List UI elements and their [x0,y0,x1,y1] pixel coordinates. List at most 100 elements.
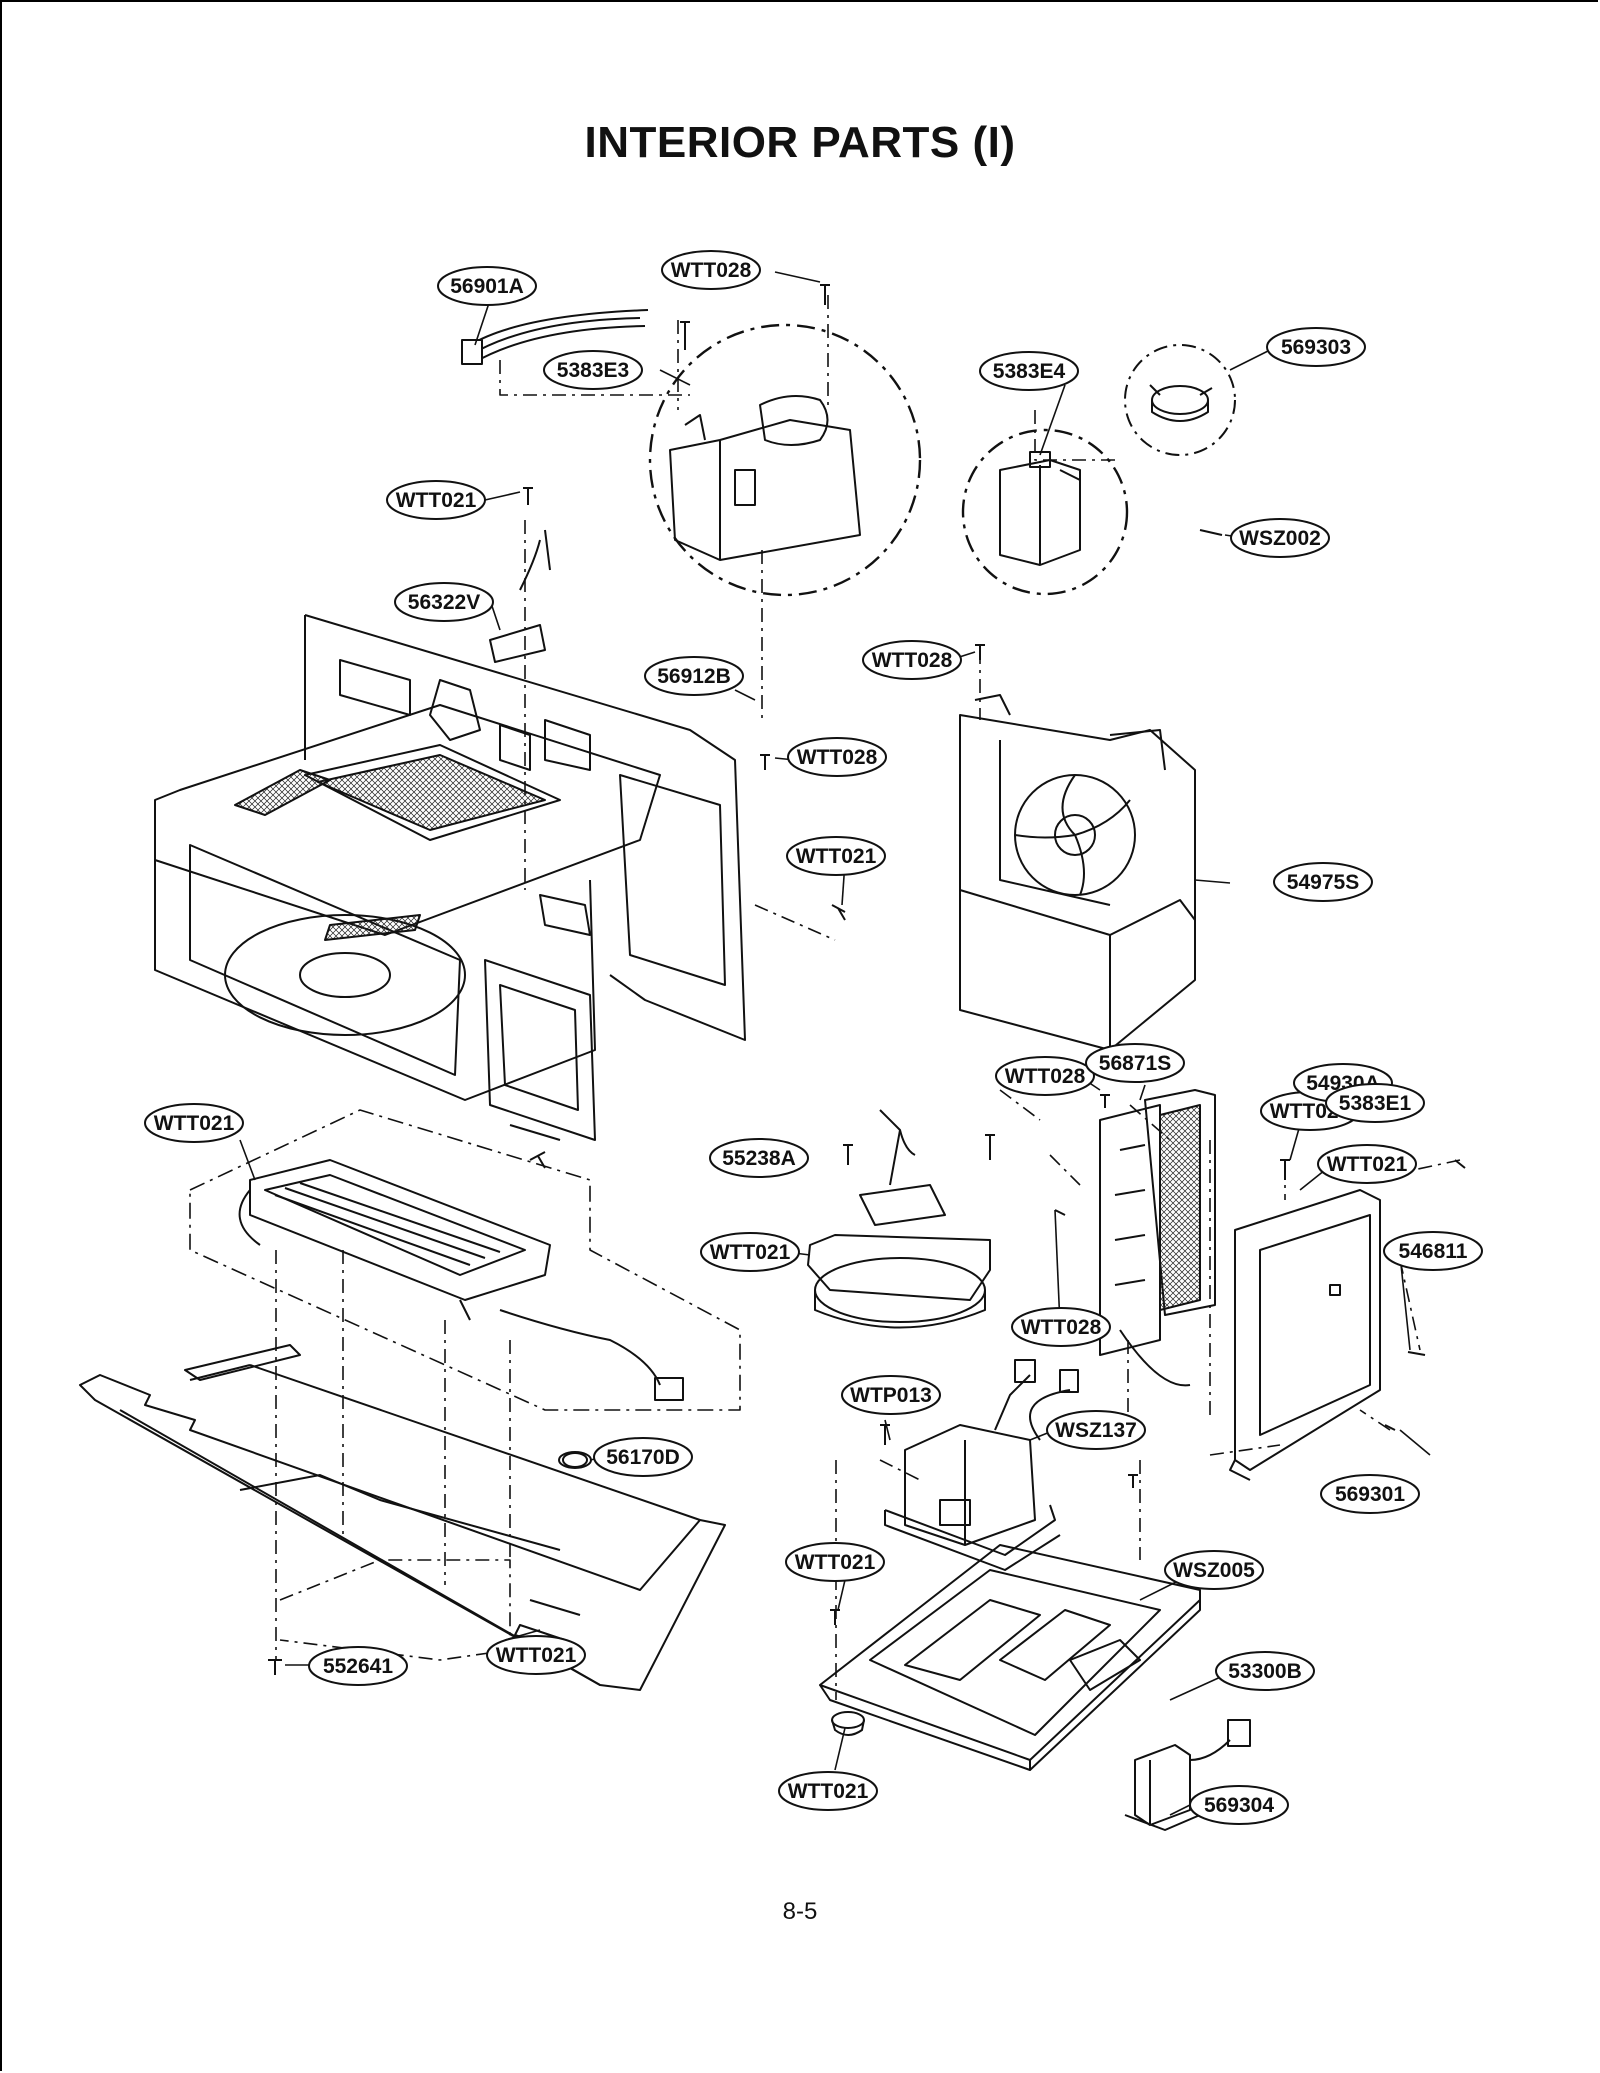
part-label-WTT021-f: WTT021 [785,1542,885,1582]
part-label-5383E4-text: 5383E4 [993,360,1066,383]
part-label-WTT028-f-text: WTT028 [1021,1316,1102,1339]
part-label-54975S-ellipse [1273,862,1373,902]
part-label-WTT028-b: WTT028 [862,640,962,680]
part-label-WTP013-text: WTP013 [850,1384,932,1407]
inset-circle-569303 [1124,344,1236,456]
base-plate-53300B [819,1544,1201,1771]
part-label-55238A-text: 55238A [722,1147,796,1170]
part-label-WTT021-c: WTT021 [144,1103,244,1143]
part-label-WTT028-top-text: WTT028 [671,259,752,282]
oven-cavity [154,614,746,1141]
part-label-WTT021-f-ellipse [785,1542,885,1582]
part-label-WTT021-f-text: WTT021 [795,1551,876,1574]
part-label-WTT028-c: WTT028 [787,737,887,777]
part-label-WTT021-a-ellipse [386,480,486,520]
part-label-53300B-ellipse [1215,1651,1315,1691]
inset-circle-5383E4 [961,428,1129,596]
part-label-56912B-ellipse [644,656,744,696]
part-label-54975S-text: 54975S [1287,871,1359,894]
part-label-56871S-text: 56871S [1099,1052,1171,1075]
part-label-WTT028-c-text: WTT028 [797,746,878,769]
part-label-WTT028-b-text: WTT028 [872,649,953,672]
part-label-569301-ellipse [1320,1474,1420,1514]
part-label-5383E4-ellipse [979,351,1079,391]
stirrer-motor-546811 [807,1109,991,1329]
part-label-WTT028-c-ellipse [787,737,887,777]
part-label-WTT028-top-ellipse [661,250,761,290]
part-label-WSZ002-text: WSZ002 [1239,527,1321,550]
part-label-WSZ137-ellipse [1046,1410,1146,1450]
part-label-56322V: 56322V [394,582,494,622]
thermostat-569304 [831,1711,865,1736]
part-label-54975S: 54975S [1273,862,1373,902]
part-label-56170D: 56170D [593,1437,693,1477]
part-label-56912B: 56912B [644,656,744,696]
part-label-55238A-ellipse [709,1138,809,1178]
part-label-56322V-text: 56322V [408,591,480,614]
part-label-WTT021-e: WTT021 [700,1232,800,1272]
fan-housing-54975S [959,694,1196,1051]
part-label-546811-ellipse [1383,1231,1483,1271]
part-label-56322V-ellipse [394,582,494,622]
part-label-569301: 569301 [1320,1474,1420,1514]
part-label-55238A: 55238A [709,1138,809,1178]
transformer-56170G [1124,1719,1251,1831]
part-label-WTT021-g: WTT021 [486,1635,586,1675]
part-label-WSZ002-ellipse [1230,518,1330,558]
part-label-WTT028-f: WTT028 [1011,1307,1111,1347]
part-label-WSZ137: WSZ137 [1046,1410,1146,1450]
heater-assembly-outline [189,1109,741,1411]
part-label-56901A: 56901A [437,266,537,306]
control-board-56871S [1099,1089,1216,1387]
part-label-5383E3: 5383E3 [543,350,643,390]
screws [268,284,1466,1675]
part-label-56871S: 56871S [1085,1043,1185,1083]
part-label-WSZ002: WSZ002 [1230,518,1330,558]
part-label-WSZ005-ellipse [1164,1550,1264,1590]
part-label-53300B: 53300B [1215,1651,1315,1691]
part-label-WTT021-b: WTT021 [786,836,886,876]
panel-55238A [1229,1189,1381,1481]
part-label-56901A-text: 56901A [450,275,524,298]
part-label-WTT028-d-text: WTT028 [1005,1065,1086,1088]
part-label-WTT021-b-ellipse [786,836,886,876]
part-label-WTT028-d: WTT028 [995,1056,1095,1096]
part-label-WTT028-f-ellipse [1011,1307,1111,1347]
part-label-5383E1-text: 5383E1 [1339,1092,1412,1115]
part-label-56871S-ellipse [1085,1043,1185,1083]
part-label-WTT021-g-ellipse [486,1635,586,1675]
part-label-56901A-ellipse [437,266,537,306]
part-label-53300B-text: 53300B [1228,1660,1302,1683]
part-label-5383E1: 5383E1 [1325,1083,1425,1123]
part-label-WTT021-h-text: WTT021 [788,1780,869,1803]
part-label-56170D-text: 56170D [606,1446,680,1469]
part-label-WTT021-e-text: WTT021 [710,1241,791,1264]
part-label-546811: 546811 [1383,1231,1483,1271]
part-label-WSZ005: WSZ005 [1164,1550,1264,1590]
part-label-569303: 569303 [1266,327,1366,367]
part-label-WTT021-h: WTT021 [778,1771,878,1811]
part-label-56912B-text: 56912B [657,665,731,688]
part-label-WTT021-c-ellipse [144,1103,244,1143]
heater-5383E1 [238,1159,684,1401]
part-label-WTT021-b-text: WTT021 [796,845,877,868]
part-label-WTT028-top: WTT028 [661,250,761,290]
part-label-WTP013: WTP013 [841,1375,941,1415]
part-label-WTT021-d: WTT021 [1317,1144,1417,1184]
part-label-552641-ellipse [308,1646,408,1686]
part-label-5383E3-ellipse [543,350,643,390]
part-label-552641: 552641 [308,1646,408,1686]
part-label-569304-text: 569304 [1204,1794,1274,1817]
part-label-569303-text: 569303 [1281,336,1351,359]
part-label-WTT021-c-text: WTT021 [154,1112,235,1135]
part-label-56170D-ellipse [593,1437,693,1477]
part-label-WTT028-b-ellipse [862,640,962,680]
part-label-WSZ005-text: WSZ005 [1173,1559,1255,1582]
bracket-5383E3 [669,395,861,561]
thermostat-569303 [1149,384,1213,422]
part-label-WTT021-d-text: WTT021 [1327,1153,1408,1176]
page-title: INTERIOR PARTS (I) [584,118,1016,167]
